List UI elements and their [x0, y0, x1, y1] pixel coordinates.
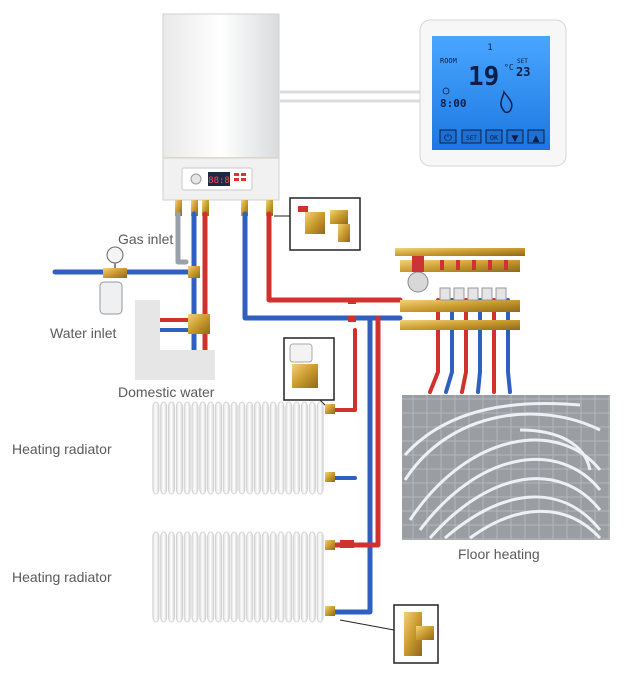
set-button[interactable]: SET: [461, 129, 482, 144]
svg-text:SET: SET: [466, 135, 477, 142]
thermostat-room-label: ROOM: [440, 57, 457, 65]
radiator-column: [300, 531, 308, 623]
floor-heating-label: Floor heating: [458, 546, 540, 562]
boiler-fittings: [175, 200, 273, 216]
radiator-column: [207, 401, 215, 495]
radiator-column: [152, 401, 160, 495]
radiator-column: [207, 531, 215, 623]
radiator-column: [293, 401, 301, 495]
heating-radiator-label-upper: Heating radiator: [12, 441, 112, 457]
down-arrow-icon: ▼: [512, 134, 519, 144]
radiator-column: [316, 401, 324, 495]
tee-valve-inset: [339, 604, 439, 664]
radiator-column: [261, 401, 269, 495]
radiator-column: [277, 531, 285, 623]
thermostat-room-temp: 19: [468, 62, 499, 92]
gas-inlet-label: Gas inlet: [118, 231, 174, 247]
power-icon: ⏻: [444, 133, 452, 144]
radiator-column: [191, 401, 199, 495]
radiator-column: [293, 531, 301, 623]
radiator-column: [222, 531, 230, 623]
circulation-pump: [407, 256, 429, 293]
radiator-column: [160, 401, 168, 495]
radiator-column: [230, 531, 238, 623]
radiator-column: [308, 401, 316, 495]
radiator-column: [238, 401, 246, 495]
radiator-column: [175, 401, 183, 495]
radiator-column: [199, 531, 207, 623]
radiator-valves: [325, 404, 354, 616]
radiator-column: [253, 531, 261, 623]
flame-icon: [500, 90, 513, 114]
radiator-column: [238, 531, 246, 623]
radiator-column: [191, 531, 199, 623]
valve-inset: [274, 197, 361, 251]
radiator-column: [246, 401, 254, 495]
heating-radiator-label-lower: Heating radiator: [12, 569, 112, 585]
thermostat-set-label: SET: [517, 58, 528, 65]
boiler-control-panel: 88:8: [181, 167, 253, 191]
radiator-column: [160, 531, 168, 623]
radiator-column: [246, 531, 254, 623]
radiator-column: [214, 401, 222, 495]
clock-icon: [442, 87, 450, 95]
boiler-display: 88:8: [208, 176, 230, 186]
radiator-column: [152, 531, 160, 623]
radiator-column: [175, 531, 183, 623]
thermostat-time: 8:00: [440, 97, 467, 110]
radiator-valve-inset: [283, 337, 335, 411]
thermostat: 1 ROOM 19 °C SET 23 8:00 ⏻ SET OK ▼: [419, 19, 567, 167]
thermostat-set-temp: 23: [516, 65, 530, 79]
radiator-column: [183, 401, 191, 495]
floor-heating-image: [402, 395, 610, 540]
radiator-column: [316, 531, 324, 623]
radiator-column: [300, 401, 308, 495]
radiator-column: [222, 401, 230, 495]
radiator-column: [167, 531, 175, 623]
radiator-column: [214, 531, 222, 623]
pressure-gauge-icon: [106, 246, 124, 264]
ok-button[interactable]: OK: [485, 129, 503, 144]
thermostat-zone: 1: [487, 43, 492, 53]
domestic-water-label: Domestic water: [118, 384, 215, 400]
water-inlet-label: Water inlet: [50, 325, 117, 341]
heating-radiator-lower: [152, 531, 324, 623]
domestic-water-outlet-panel: [135, 300, 215, 380]
power-button[interactable]: ⏻: [439, 129, 457, 144]
radiator-column: [308, 531, 316, 623]
down-button[interactable]: ▼: [506, 129, 524, 144]
radiator-column: [269, 531, 277, 623]
water-filter: [99, 246, 127, 315]
radiator-column: [261, 531, 269, 623]
radiator-column: [277, 401, 285, 495]
radiator-column: [199, 401, 207, 495]
floor-heating-manifold: [348, 248, 525, 330]
up-button[interactable]: ▲: [527, 129, 545, 144]
radiator-column: [269, 401, 277, 495]
radiator-column: [285, 531, 293, 623]
radiator-column: [183, 531, 191, 623]
thermostat-unit: °C: [504, 63, 514, 72]
wall-boiler: 88:8: [162, 13, 280, 216]
domestic-water-valves: [188, 266, 210, 334]
svg-text:OK: OK: [490, 134, 499, 142]
up-arrow-icon: ▲: [533, 134, 540, 144]
radiator-column: [167, 401, 175, 495]
radiator-column: [253, 401, 261, 495]
heating-radiator-upper: [152, 401, 324, 495]
radiator-column: [230, 401, 238, 495]
radiator-column: [285, 401, 293, 495]
